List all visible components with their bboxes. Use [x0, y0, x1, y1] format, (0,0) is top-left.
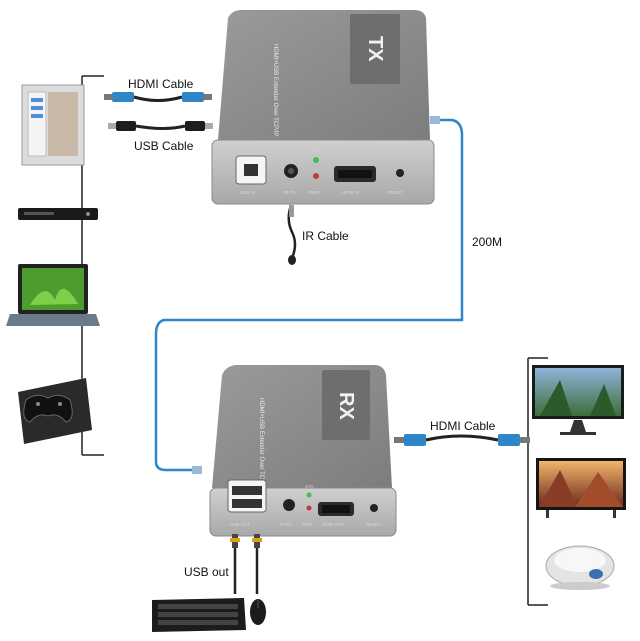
rx-reset-button [370, 504, 378, 512]
laptop-icon [6, 264, 100, 326]
rx-port-ir: IR-RX [280, 522, 292, 527]
hdmi-cable-right-label: HDMI Cable [430, 419, 496, 433]
distance-label: 200M [472, 235, 502, 249]
rx-pwr-led [306, 505, 312, 511]
rx-led-label: STA [305, 484, 313, 489]
rx-side-text: HDMI+USB Extender Over TCP/IP [258, 398, 264, 490]
ir-cable-label: IR Cable [302, 229, 349, 243]
tx-led-label: STA [312, 148, 320, 153]
usb-out-label: USB out [184, 565, 229, 579]
ir-cable: IR Cable [287, 204, 349, 265]
tx-reset-button [396, 169, 404, 177]
mouse-icon [250, 599, 266, 625]
hdmi-cable-top-label: HDMI Cable [128, 77, 194, 91]
tx-port-pwr: PWR [309, 190, 320, 195]
tx-port-ir: IR-TX [284, 190, 296, 195]
rx-badge: RX [335, 392, 357, 420]
dvd-player-icon [18, 208, 98, 220]
rx-ir-port [283, 499, 295, 511]
monitor-icon [532, 365, 624, 435]
game-console-icon [18, 378, 92, 444]
hdmi-cable-right: HDMI Cable [394, 419, 530, 446]
tx-port-usb-in: USB IN [240, 190, 255, 195]
hdmi-cable-top: HDMI Cable [104, 77, 212, 102]
usb-out-cables: USB out [184, 534, 262, 594]
tx-sta-led [313, 157, 319, 163]
tx-side-text: HDMI+USB Extender Over TCP/IP [272, 44, 278, 136]
rx-sta-led [306, 492, 312, 498]
display-bracket [527, 357, 548, 606]
network-cable: 200M [154, 116, 502, 474]
tx-pwr-led [313, 173, 319, 179]
tx-badge: TX [364, 36, 386, 62]
tx-box: TX HDMI+USB Extender Over TCP/IP STA USB… [211, 10, 435, 205]
usb-cable-top: USB Cable [108, 121, 213, 153]
projector-icon [545, 545, 615, 590]
rx-port-pwr: PWR [302, 522, 313, 527]
pc-tower-icon [21, 84, 85, 166]
rx-box: RX HDMI+USB Extender Over TCP/IP STA USB… [209, 365, 397, 537]
rx-port-reset: RESET [366, 522, 381, 527]
rx-port-hdmi-out: HDMI OUT [322, 522, 344, 527]
keyboard-icon [152, 598, 246, 632]
rx-port-usb-out: USB OUT [230, 522, 250, 527]
tx-port-hdmi-in: HDMI IN [342, 190, 359, 195]
tx-port-reset: RESET [388, 190, 403, 195]
tv-icon [536, 458, 626, 518]
usb-cable-top-label: USB Cable [134, 139, 194, 153]
